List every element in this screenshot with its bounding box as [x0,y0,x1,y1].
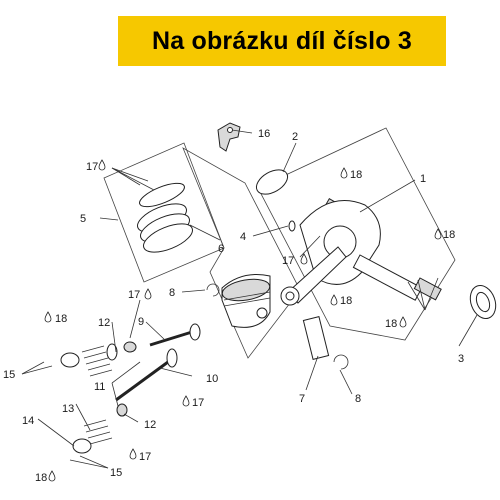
oil-drop-icon [144,288,152,300]
label-18-a: 18 [350,169,362,181]
label-17-b: 17 [282,255,294,267]
label-4: 4 [240,231,246,243]
label-16: 16 [258,128,270,140]
label-18-f: 18 [35,472,47,484]
crankshaft-box [257,127,456,341]
washer-part [255,169,289,195]
label-11: 11 [94,381,105,393]
banner-title: Na obrázku díl číslo 3 [151,26,413,55]
label-8-upper: 8 [169,287,175,299]
label-15-lower: 15 [110,467,122,479]
label-18-b: 18 [443,229,455,241]
clip-part [217,122,241,152]
oil-drop-icon [98,159,106,171]
label-18-e: 18 [385,318,397,330]
oil-drop-icon [48,470,56,482]
label-15-upper: 15 [3,369,15,381]
label-17-d: 17 [192,397,204,409]
label-7: 7 [299,393,305,405]
label-18-c: 18 [340,295,352,307]
valve-spring-part [60,341,137,454]
label-6: 6 [218,243,224,255]
crankshaft-part [280,198,442,306]
label-8-lower: 8 [355,393,361,405]
label-18-d: 18 [55,313,67,325]
oil-drop-icon [399,316,407,328]
label-17-a: 17 [86,161,98,173]
label-9: 9 [138,316,144,328]
label-1: 1 [420,173,426,185]
label-5: 5 [80,213,86,225]
circlip-part [206,283,220,297]
label-12-upper: 12 [98,317,110,329]
label-10: 10 [206,373,218,385]
oil-drop-icon [300,253,308,265]
oil-drop-icon [340,167,348,179]
part-labels: 1 2 3 4 5 6 7 8 8 9 10 11 12 12 13 14 15… [3,128,464,484]
piston-rings-part [137,182,193,253]
oil-drop-icon [182,395,190,407]
oil-drop-icon [434,228,442,240]
circlip-part [333,354,349,370]
oil-drop-icon [129,448,137,460]
oil-drop-icon [330,294,338,306]
oil-drop-icons [44,159,442,482]
label-12-lower: 12 [144,419,156,431]
label-14: 14 [22,415,34,427]
title-banner: Na obrázku díl číslo 3 [118,16,446,66]
piston-box [182,147,301,359]
piston-pin-part [302,316,330,360]
label-17-c: 17 [128,289,140,301]
label-13: 13 [62,403,74,415]
label-3: 3 [458,353,464,365]
valve-part [115,323,201,402]
piston-part [221,274,271,328]
oil-drop-icon [44,311,52,323]
label-17-e: 17 [139,451,151,463]
label-2: 2 [292,131,298,143]
leader-lines [21,129,478,469]
